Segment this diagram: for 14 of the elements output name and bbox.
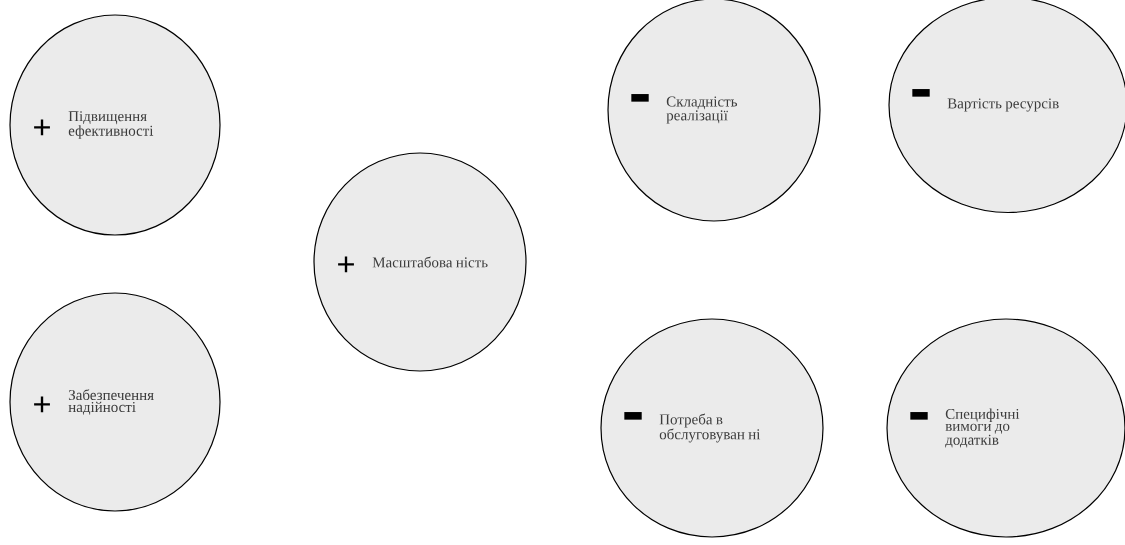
circle-label: Вартість ресурсів — [947, 98, 1059, 112]
circle-label: Складність реалізації — [666, 96, 738, 124]
sign-icon: − — [912, 89, 930, 97]
circle-label: Масштабова ність — [372, 256, 488, 268]
circle-label: Забезпечення надійності — [68, 389, 154, 415]
sign-icon: + — [34, 396, 50, 413]
circle-label: Специфічні вимоги до додатків — [945, 408, 1020, 448]
circle-label: Потреба в обслуговуван ні — [659, 413, 761, 443]
sign-icon: + — [34, 119, 50, 136]
sign-icon: − — [910, 412, 928, 420]
sign-icon: − — [624, 412, 642, 420]
sign-icon: + — [338, 256, 354, 273]
circle-label: Підвищення ефективності — [68, 111, 154, 139]
sign-icon: − — [631, 94, 649, 102]
